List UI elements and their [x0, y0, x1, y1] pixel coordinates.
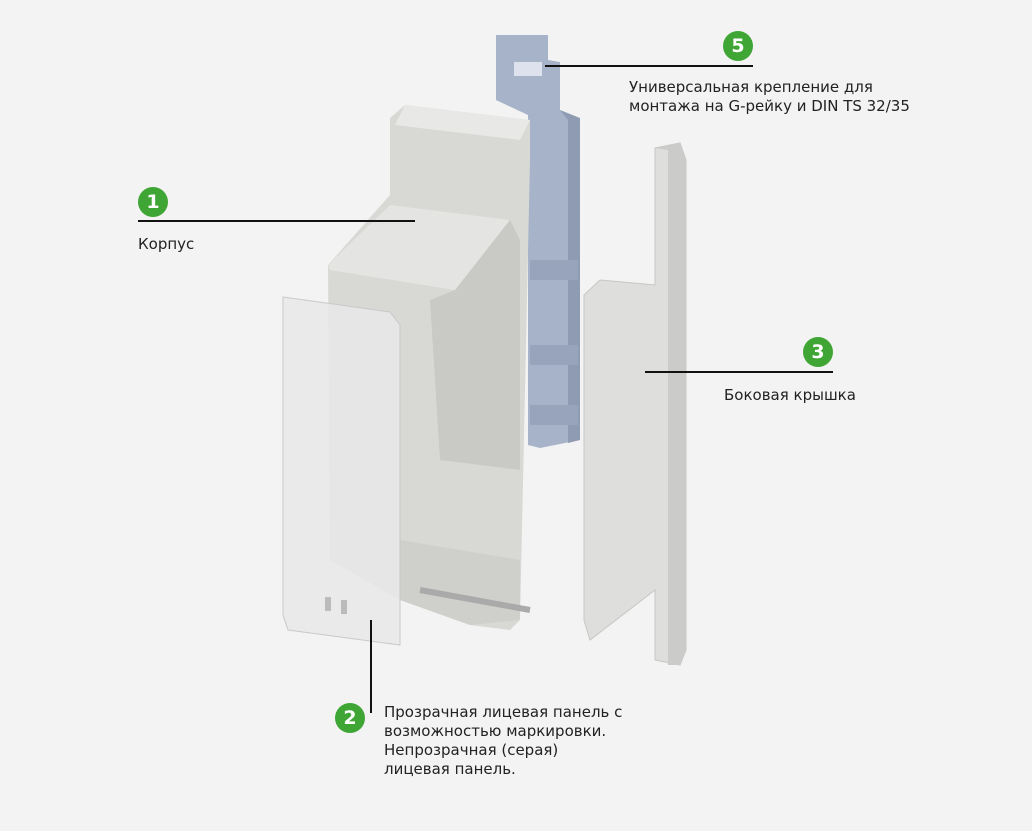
callout-label-housing: Корпус — [138, 235, 195, 253]
side-cover — [583, 142, 687, 666]
callout-badge-5: 5 — [723, 31, 753, 61]
callout-badge-1: 1 — [138, 187, 168, 217]
callout-badge-3: 3 — [803, 337, 833, 367]
leader-line-5 — [545, 65, 753, 67]
leader-line-3 — [645, 371, 833, 373]
callout-label-side-cover: Боковая крышка — [724, 386, 856, 404]
leader-line-1 — [138, 220, 415, 222]
callout-badge-2: 2 — [335, 703, 365, 733]
din-rail-clip — [496, 35, 580, 448]
transparent-front-panel — [282, 296, 401, 646]
leader-line-2 — [370, 620, 372, 713]
